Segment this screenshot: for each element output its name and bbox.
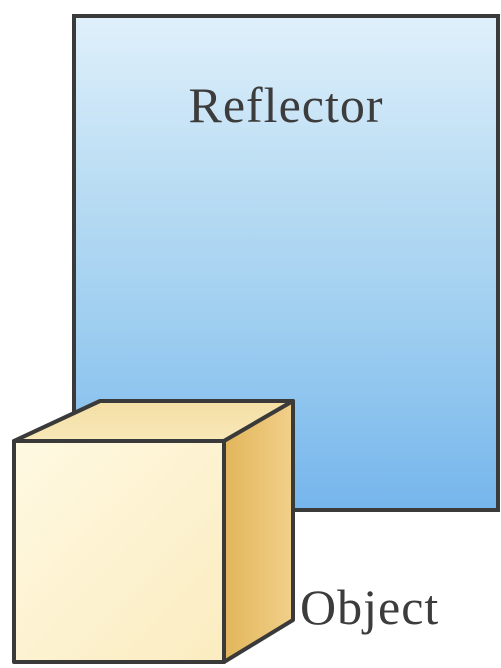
cube-side-face	[224, 401, 293, 662]
cube-front-face	[14, 441, 224, 662]
object-label: Object	[300, 578, 439, 636]
